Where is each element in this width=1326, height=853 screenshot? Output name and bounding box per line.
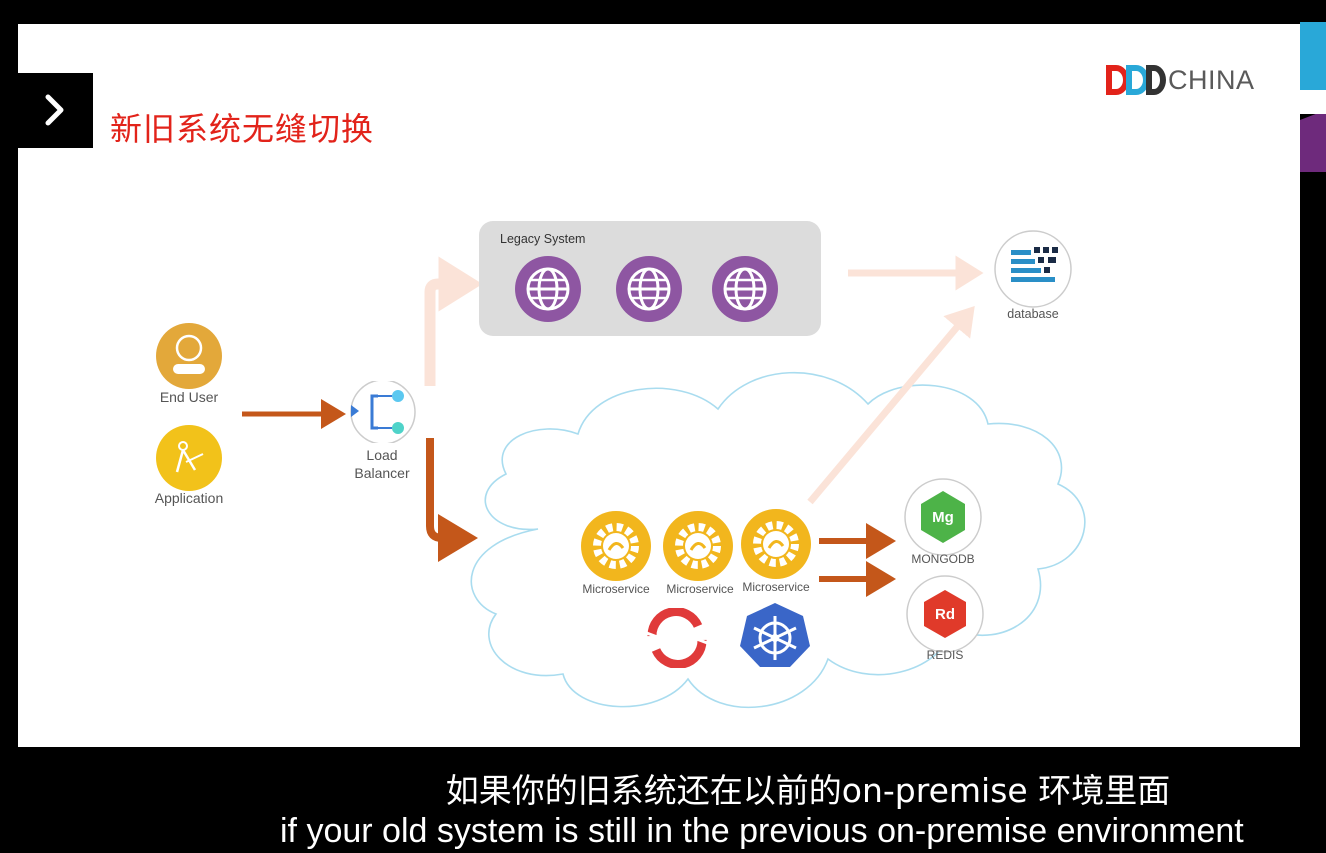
globe-icon [616, 256, 682, 322]
logo-text: CHINA [1168, 64, 1255, 95]
load-balancer-icon [350, 381, 416, 443]
gear-icon [741, 509, 811, 579]
load-balancer-line2: Balancer [354, 465, 410, 481]
end-user-label: End User [159, 389, 219, 405]
openshift-icon [643, 608, 711, 668]
microservice-label: Microservice [666, 582, 734, 596]
edge-decoration [1300, 22, 1326, 172]
redis-badge: Rd [935, 606, 955, 623]
database-label: database [1007, 307, 1059, 321]
application-label: Application [154, 490, 224, 506]
redis-icon: Rd [906, 575, 984, 653]
gear-icon [663, 511, 733, 581]
mongodb-label: MONGODB [911, 552, 975, 566]
load-balancer-line1: Load [366, 447, 398, 463]
arrow-micro-to-db [807, 305, 975, 505]
subtitle-english: if your old system is still in the previ… [280, 812, 1244, 850]
next-slide-button[interactable] [18, 73, 93, 148]
ddd-china-logo: CHINA [1106, 62, 1255, 98]
microservice-label: Microservice [582, 582, 650, 596]
microservice-label: Microservice [742, 580, 810, 594]
mongodb-badge: Mg [932, 509, 954, 526]
redis-label: REDIS [926, 648, 964, 662]
slide-title: 新旧系统无缝切换 [110, 110, 375, 148]
arrow-lb-to-cloud [426, 438, 478, 562]
user-icon [156, 323, 222, 389]
subtitle-chinese: 如果你的旧系统还在以前的on-premise 环境里面 [445, 771, 1171, 810]
gear-icon [581, 511, 651, 581]
globe-icon [515, 256, 581, 322]
globe-icon [712, 256, 778, 322]
arrow-lb-to-legacy [424, 256, 483, 386]
chevron-right-icon [45, 94, 64, 126]
legacy-system-label: Legacy System [500, 232, 586, 246]
kubernetes-icon [740, 603, 810, 667]
load-balancer-label: Load Balancer [343, 446, 421, 482]
mongodb-icon: Mg [904, 478, 982, 556]
ddd-logo-mark [1106, 65, 1166, 95]
compass-icon [156, 425, 222, 491]
slide: 新旧系统无缝切换 CHINA Legacy S [18, 24, 1300, 747]
database-icon [994, 230, 1072, 308]
